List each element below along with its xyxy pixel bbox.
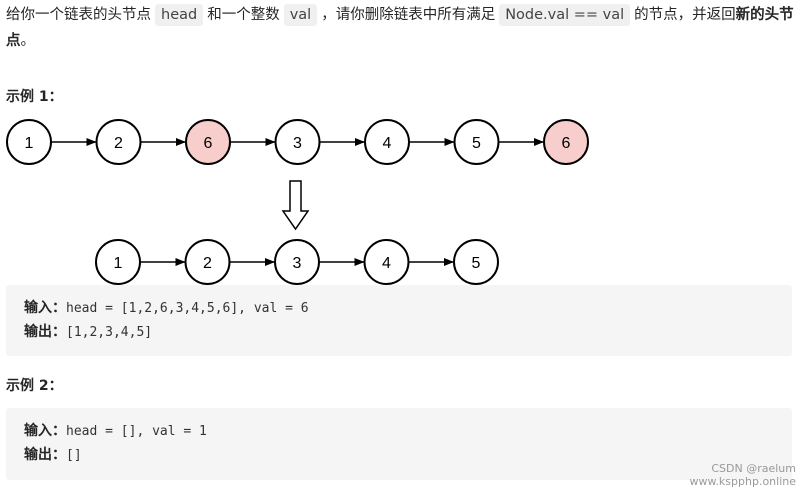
before-node-label: 2 bbox=[114, 135, 123, 152]
output-value: [] bbox=[66, 448, 82, 463]
intro-text-5: 。 bbox=[20, 33, 36, 49]
after-node-label: 2 bbox=[203, 255, 212, 272]
after-node-label: 3 bbox=[293, 255, 302, 272]
transform-down-arrow-icon bbox=[281, 180, 310, 231]
linked-list-diagram: 1 2 6 3 4 5 6 1 2 3 4 5 bbox=[6, 119, 589, 285]
after-node-circle bbox=[453, 239, 499, 285]
input-label: 输入： bbox=[24, 300, 66, 316]
list-after: 1 2 3 4 5 bbox=[95, 239, 499, 285]
intro-text-2: 和一个整数 bbox=[207, 7, 280, 23]
output-value: [1,2,3,4,5] bbox=[66, 325, 153, 340]
input-value: head = [], val = 1 bbox=[66, 424, 207, 439]
before-node-label: 6 bbox=[204, 135, 213, 152]
example-2-heading: 示例 2： bbox=[6, 378, 63, 394]
inline-code-head: head bbox=[155, 4, 204, 26]
input-label: 输入： bbox=[24, 423, 66, 439]
watermark-line-2: www.kspphp.online bbox=[689, 475, 796, 488]
watermark-line-1: CSDN @raelum bbox=[711, 462, 796, 475]
input-value: head = [1,2,6,3,4,5,6], val = 6 bbox=[66, 301, 309, 316]
example-2-codebox: 输入：head = [], val = 1 输出：[] bbox=[6, 408, 792, 480]
output-label: 输出： bbox=[24, 447, 66, 463]
after-node-label: 1 bbox=[114, 255, 123, 272]
intro-text-1: 给你一个链表的头节点 bbox=[6, 7, 151, 23]
after-node-label: 5 bbox=[472, 255, 481, 272]
inline-code-condition: Node.val == val bbox=[499, 4, 631, 26]
before-node-label: 5 bbox=[472, 135, 481, 152]
example-1-codebox: 输入：head = [1,2,6,3,4,5,6], val = 6 输出：[1… bbox=[6, 285, 792, 356]
list-before: 1 2 6 3 4 5 6 bbox=[6, 119, 589, 165]
before-node-label: 6 bbox=[562, 135, 571, 152]
example-1-input-line: 输入：head = [1,2,6,3,4,5,6], val = 6 bbox=[24, 295, 792, 319]
intro-text-3: ，请你删除链表中所有满足 bbox=[321, 7, 496, 23]
intro-bold-text: 新的头节点 bbox=[6, 7, 794, 49]
intro-text-4: 的节点，并返回 bbox=[634, 7, 736, 23]
before-node-circle bbox=[543, 119, 589, 165]
before-node-label: 4 bbox=[383, 135, 392, 152]
watermark: CSDN @raelum www.kspphp.online bbox=[689, 462, 796, 488]
example-2-output-line: 输出：[] bbox=[24, 442, 792, 466]
output-label: 输出： bbox=[24, 324, 66, 340]
before-node-label: 3 bbox=[293, 135, 302, 152]
example-1-heading: 示例 1： bbox=[6, 89, 63, 105]
inline-code-val: val bbox=[283, 4, 318, 26]
example-1-output-line: 输出：[1,2,3,4,5] bbox=[24, 319, 792, 343]
before-node-label: 1 bbox=[25, 135, 34, 152]
example-2-input-line: 输入：head = [], val = 1 bbox=[24, 418, 792, 442]
after-node-label: 4 bbox=[382, 255, 391, 272]
